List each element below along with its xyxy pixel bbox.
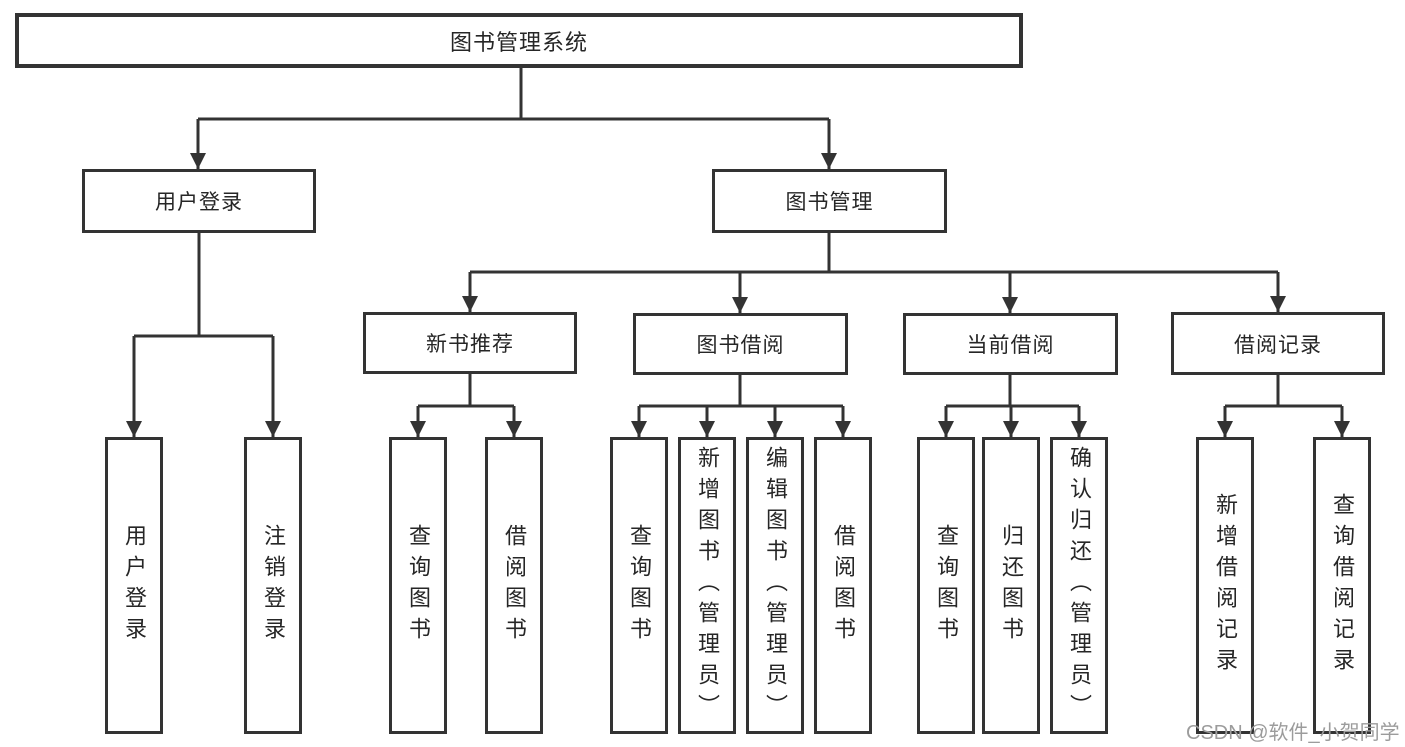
leaf-current-confirm-return-admin-label: 确认归还（管理员） (1067, 446, 1092, 725)
connector-borrowing-records (1225, 375, 1342, 408)
leaf-recommend-query-books-label: 查询图书 (406, 523, 431, 648)
node-book-management-label: 图书管理 (785, 191, 874, 214)
node-user-login-label: 用户登录 (155, 191, 243, 214)
leaf-current-confirm-return-admin: 确认归还（管理员） (1050, 437, 1108, 734)
node-user-login: 用户登录 (82, 169, 316, 233)
node-new-book-recommend-label: 新书推荐 (426, 333, 514, 356)
leaf-records-add-record-label: 新增借阅记录 (1213, 492, 1238, 679)
node-borrowing-records: 借阅记录 (1171, 312, 1385, 375)
node-current-borrowing: 当前借阅 (903, 313, 1118, 375)
leaf-current-query-books: 查询图书 (917, 437, 975, 734)
leaf-records-query-record: 查询借阅记录 (1313, 437, 1371, 734)
leaf-borrowing-edit-books-admin-label: 编辑图书（管理员） (763, 446, 788, 725)
leaf-borrowing-query-books-label: 查询图书 (627, 523, 652, 648)
leaf-user-login-label: 用户登录 (122, 523, 147, 648)
node-borrowing-records-label: 借阅记录 (1234, 333, 1322, 357)
leaf-borrowing-query-books: 查询图书 (610, 437, 668, 734)
leaf-user-login: 用户登录 (105, 437, 163, 734)
leaf-recommend-borrow-books: 借阅图书 (485, 437, 543, 734)
connector-root (198, 68, 829, 121)
node-library-system-label: 图书管理系统 (449, 29, 588, 55)
node-book-borrowing-label: 图书借阅 (696, 334, 785, 357)
node-new-book-recommend: 新书推荐 (363, 312, 577, 374)
leaf-current-return-books: 归还图书 (982, 437, 1040, 734)
node-current-borrowing-label: 当前借阅 (966, 334, 1055, 357)
leaf-current-query-books-label: 查询图书 (934, 523, 959, 648)
connector-user-login (134, 233, 273, 338)
connector-book-borrowing (639, 375, 843, 408)
connector-book-management (470, 233, 1278, 274)
leaf-current-return-books-label: 归还图书 (999, 523, 1024, 648)
leaf-borrowing-add-books-admin-label: 新增图书（管理员） (695, 446, 720, 725)
connector-current-borrowing (946, 375, 1079, 408)
node-library-system: 图书管理系统 (15, 13, 1023, 68)
leaf-borrowing-add-books-admin: 新增图书（管理员） (678, 437, 736, 734)
node-book-borrowing: 图书借阅 (633, 313, 848, 375)
leaf-logout: 注销登录 (244, 437, 302, 734)
node-book-management: 图书管理 (712, 169, 947, 233)
connector-new-books (418, 374, 514, 408)
leaf-borrowing-borrow-books: 借阅图书 (814, 437, 872, 734)
leaf-logout-label: 注销登录 (261, 523, 286, 648)
leaf-recommend-borrow-books-label: 借阅图书 (502, 523, 527, 648)
leaf-borrowing-edit-books-admin: 编辑图书（管理员） (746, 437, 804, 734)
leaf-borrowing-borrow-books-label: 借阅图书 (831, 523, 856, 648)
leaf-records-query-record-label: 查询借阅记录 (1330, 492, 1355, 679)
leaf-recommend-query-books: 查询图书 (389, 437, 447, 734)
watermark-text: CSDN @软件_小贺同学 (1186, 722, 1400, 744)
leaf-records-add-record: 新增借阅记录 (1196, 437, 1254, 734)
